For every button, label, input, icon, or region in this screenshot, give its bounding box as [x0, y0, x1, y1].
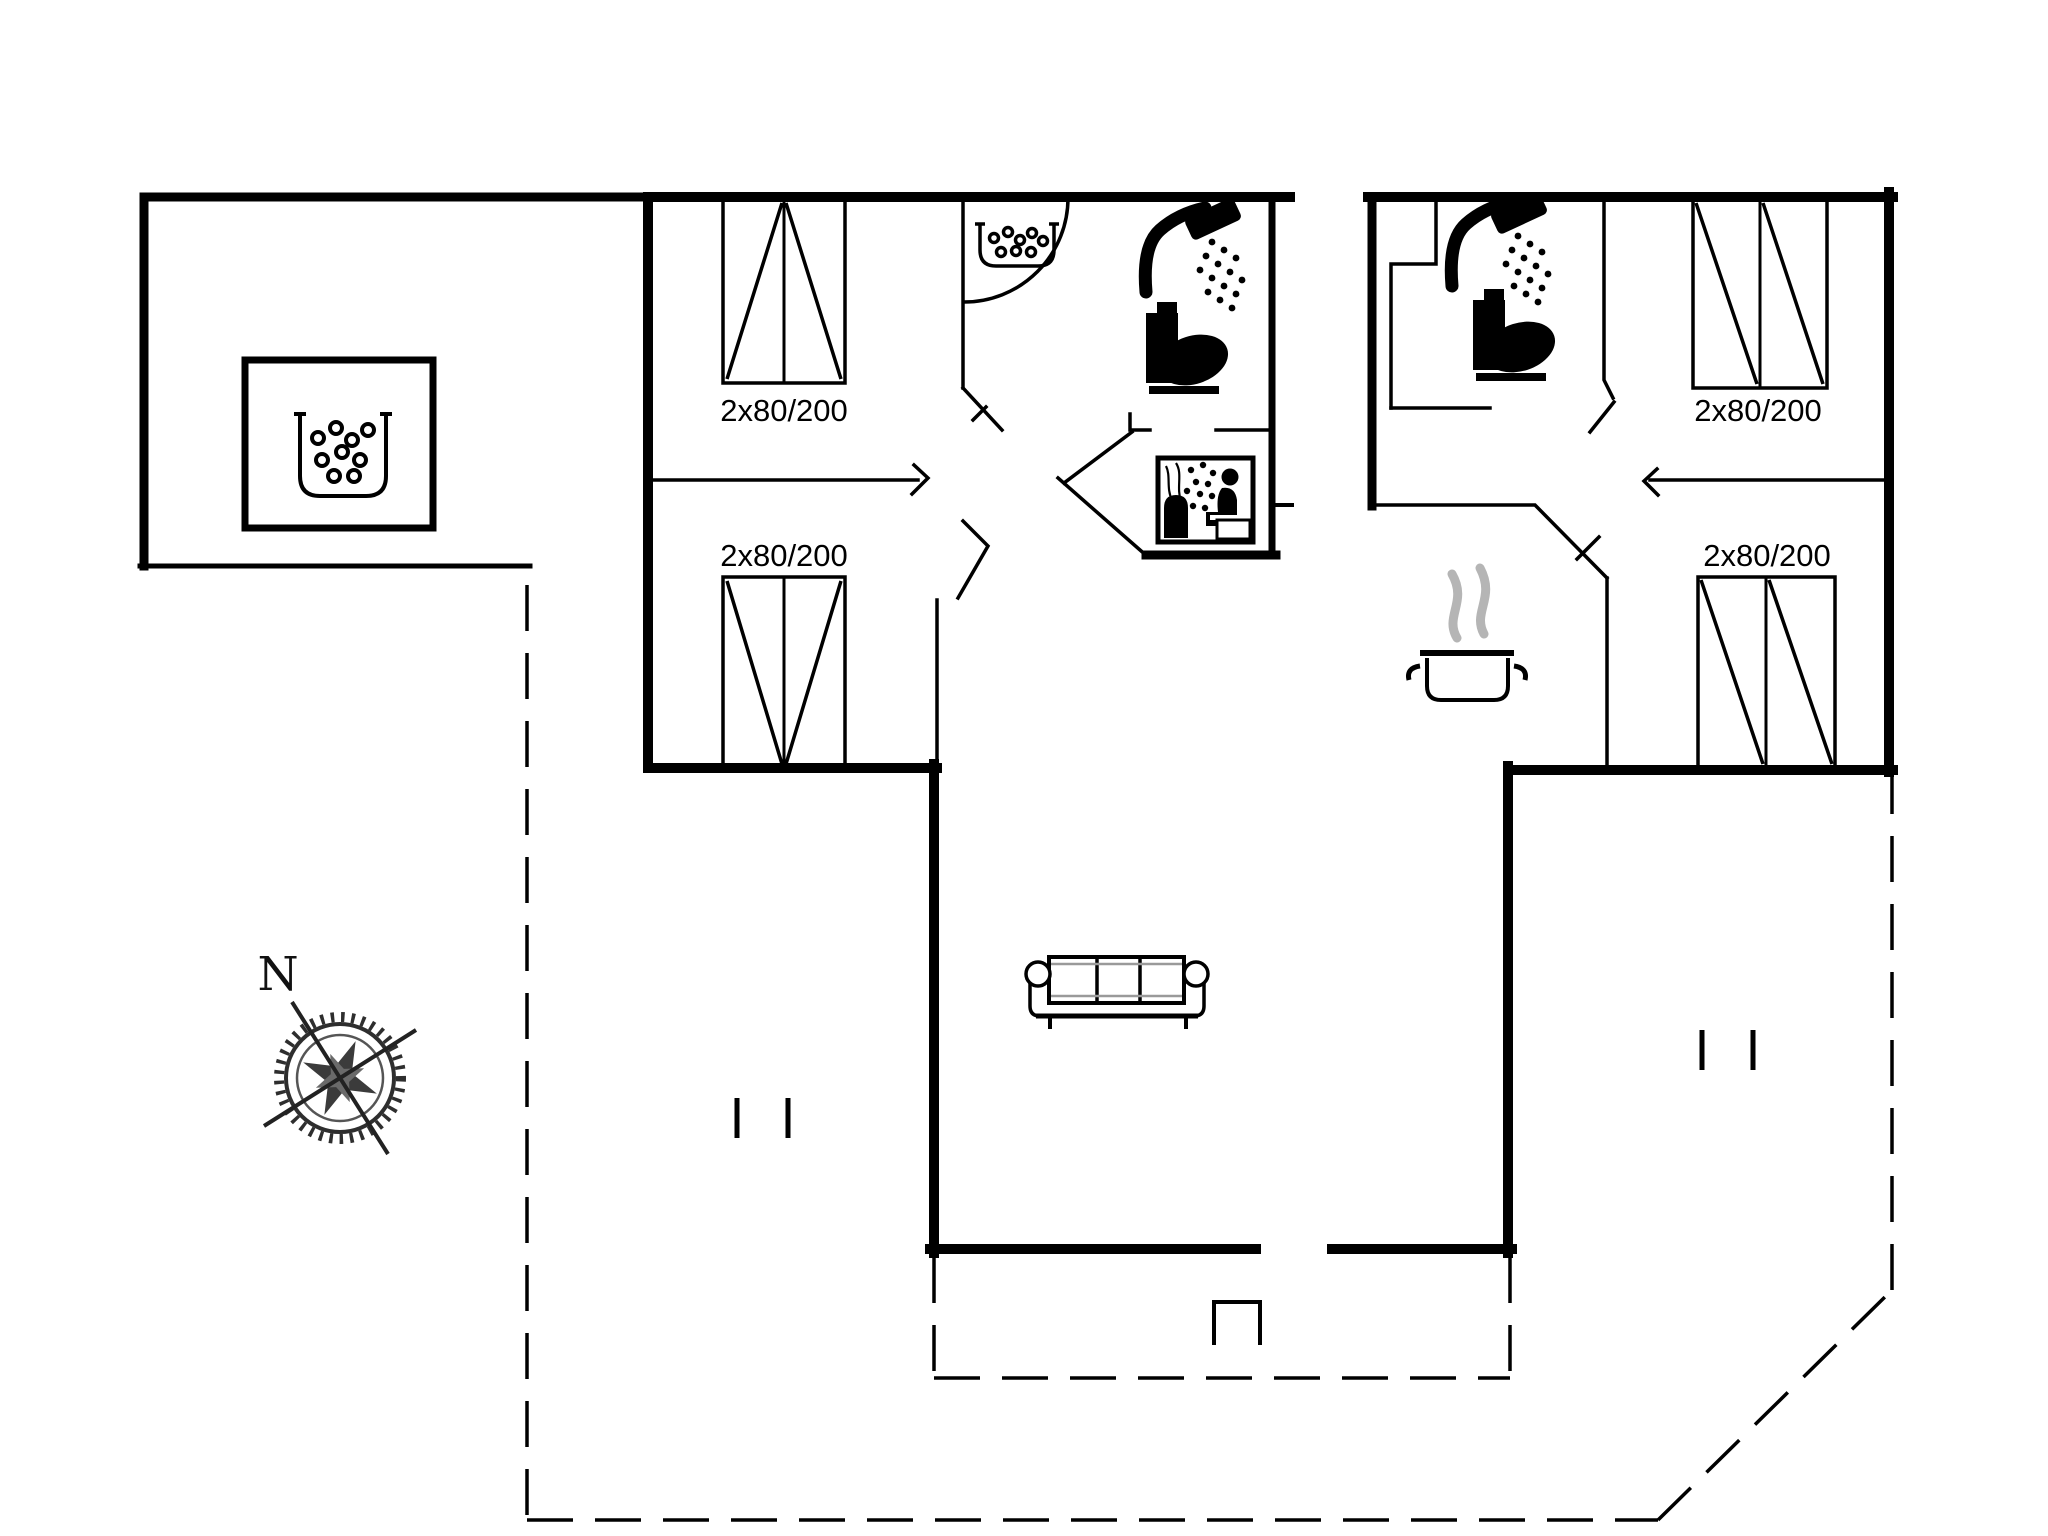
- sauna-icon: [1164, 461, 1252, 541]
- bathroom-2-notch-wall: [1389, 200, 1438, 410]
- window-post-marks: [734, 1030, 1756, 1138]
- sauna-cabin: [1155, 455, 1256, 545]
- compass: N: [257, 947, 418, 1156]
- sauna-north-wall-hook: [1128, 412, 1152, 432]
- bedroom-3-bed: [1691, 198, 1829, 390]
- bed-1-size-label: 2x80/200: [720, 393, 848, 428]
- sauna-person-head: [1221, 468, 1239, 486]
- shower-icon-2: [1444, 192, 1552, 306]
- bedroom-2-bed: [721, 575, 847, 770]
- sauna-bench: [1215, 518, 1252, 541]
- hall-wall-right: [1372, 503, 1610, 581]
- kitchen: [1406, 563, 1528, 702]
- bed-3-size-label: 2x80/200: [1694, 393, 1822, 428]
- toilet-icon: [1146, 302, 1229, 394]
- steam-icon: [1447, 563, 1491, 643]
- sofa-upholstery-lines: [1051, 962, 1182, 998]
- post-mark-left-pair: [734, 1098, 791, 1138]
- bathroom-2-east-wall: [1602, 200, 1616, 401]
- sauna-stove: [1164, 495, 1188, 538]
- entrance-door-icon: [1212, 1300, 1262, 1345]
- washbasin-icon: [975, 222, 1059, 268]
- bed-2-size-label: 2x80/200: [720, 538, 848, 573]
- bathroom-1-fixtures: [975, 198, 1246, 394]
- toilet-icon-2: [1473, 289, 1556, 381]
- hot-tub-room: [241, 356, 437, 532]
- hall-door-stop-right: [1574, 534, 1602, 562]
- bed-size-labels: 2x80/200 2x80/200 2x80/200 2x80/200: [720, 393, 1831, 573]
- interior-walls: [650, 195, 1891, 770]
- terrace-diagonal-dashed-line: [1656, 1288, 1894, 1522]
- bathroom-2-door-leaf: [1587, 399, 1617, 435]
- hot-tub-icon: [294, 412, 392, 498]
- exterior-walls: [137, 187, 1898, 1258]
- shower-icon: [1138, 198, 1246, 312]
- sofa-arm-right: [1182, 960, 1210, 988]
- annex-wall-top-left: [139, 192, 653, 571]
- compass-north-label: N: [257, 947, 298, 1002]
- shower-spray-dots: [1196, 238, 1246, 312]
- post-mark-right-pair: [1699, 1030, 1756, 1070]
- bedroom-1-bed: [721, 198, 847, 385]
- bedroom-4-bed: [1696, 575, 1837, 770]
- cooking-pot-icon: [1406, 650, 1528, 702]
- hot-tub-enclosure: [241, 356, 437, 532]
- bed-4-size-label: 2x80/200: [1703, 538, 1831, 573]
- bedroom-1-door-mark: [909, 462, 931, 497]
- shower-screen-arc: [962, 196, 1070, 304]
- terrace-dashed-boundary: [525, 585, 1894, 1522]
- bathroom-1-door-stop: [970, 404, 989, 423]
- sofa-icon: [1024, 955, 1210, 1029]
- bedroom-3-door-mark: [1641, 466, 1661, 498]
- sauna: [1155, 455, 1256, 545]
- hall-diagonal-wall-left: [1055, 475, 1151, 560]
- sofa-arm-left: [1024, 960, 1052, 988]
- hall-door-leaf-left: [1061, 429, 1135, 486]
- beds: [721, 198, 1837, 770]
- bathroom-2-fixtures: [1444, 192, 1556, 381]
- compass-rose-icon: [262, 1000, 418, 1156]
- bedroom-2-door-mark: [955, 518, 991, 601]
- sauna-person-body: [1206, 487, 1237, 526]
- sofa-legs: [1048, 1018, 1188, 1029]
